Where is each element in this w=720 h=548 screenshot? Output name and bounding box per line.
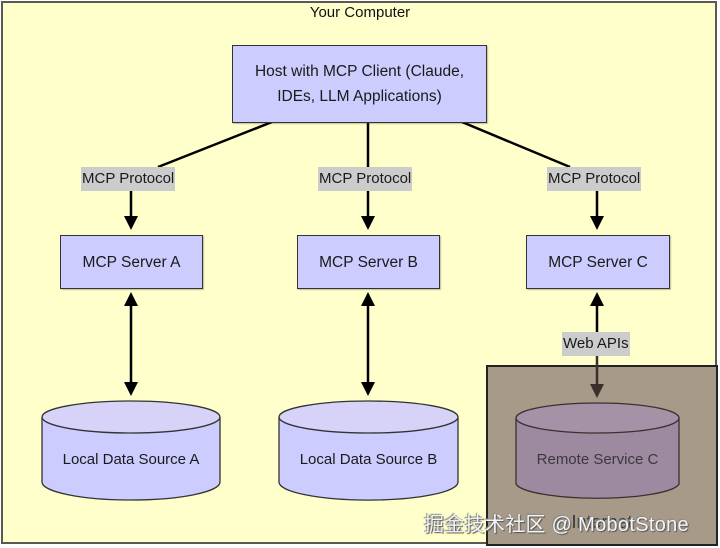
remote-service-c-label: Remote Service C (536, 451, 659, 468)
cylinder-remote-service-c (515, 402, 680, 499)
protocol-label-a: MCP Protocol (81, 167, 176, 191)
arrowhead-up-a (124, 292, 138, 306)
arrowhead-server-a (124, 216, 138, 230)
protocol-label-c: MCP Protocol (547, 167, 642, 191)
arrowhead-up-c (590, 292, 604, 306)
your-computer-title: Your Computer (309, 4, 411, 21)
local-data-source-a-label: Local Data Source A (62, 451, 200, 468)
host-line-2: IDEs, LLM Applications) (277, 88, 442, 105)
cylinder-local-data-b (278, 400, 459, 501)
edge-host-to-protocol-c (461, 120, 571, 169)
arrowhead-up-b (361, 292, 375, 306)
web-apis-label: Web APIs (562, 332, 630, 356)
internet-label: Internet (571, 512, 633, 532)
cylinder-local-data-a (41, 400, 221, 501)
watermark: 掘金技术社区 @ MobotStone (424, 514, 689, 536)
protocol-label-b: MCP Protocol (318, 167, 413, 191)
mcp-server-c-node: MCP Server C (526, 235, 670, 289)
mcp-server-b-node: MCP Server B (297, 235, 440, 289)
arrowhead-down-b (361, 382, 375, 396)
arrowhead-server-c (590, 216, 604, 230)
arrowhead-server-b (361, 216, 375, 230)
edge-host-to-protocol-a (157, 120, 273, 169)
host-line-1: Host with MCP Client (Claude, (254, 63, 465, 80)
arrowhead-down-c (590, 384, 604, 398)
local-data-source-b-label: Local Data Source B (299, 451, 438, 468)
host-mcp-client-node: Host with MCP Client (Claude, IDEs, LLM … (232, 45, 487, 123)
arrowhead-down-a (124, 382, 138, 396)
mcp-server-a-node: MCP Server A (60, 235, 203, 289)
